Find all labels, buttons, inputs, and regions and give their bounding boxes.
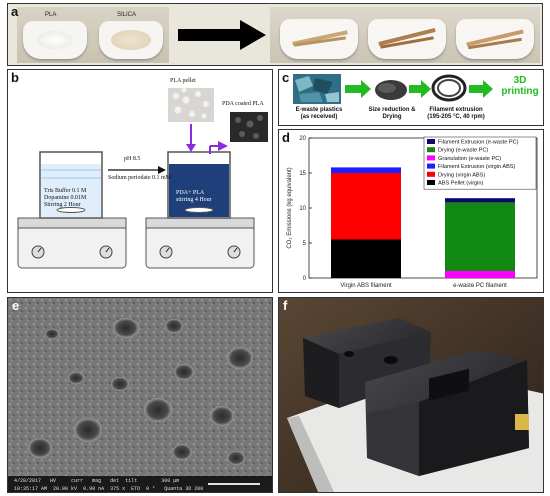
legend-label-0: Filament Extrusion (e-waste PC) (438, 140, 519, 146)
pellet-arrow (186, 124, 196, 152)
beaker-right (167, 151, 231, 219)
legend-label-4: Drying (virgin ABS) (438, 172, 485, 178)
final-step-label: 3D printing (501, 75, 539, 97)
panel-a-label: a (11, 4, 19, 19)
legend-swatch-2 (427, 155, 435, 161)
legend-label-2: Granulation (e-waste PC) (438, 156, 501, 162)
panel-f: f (278, 297, 544, 493)
beaker-right-text: PDA+ PLA stirring 4 Hour (176, 190, 212, 203)
pda-coated-pla-label: PDA coated PLA (222, 101, 264, 107)
sem-particles (28, 318, 253, 465)
dish-extruded-2 (368, 19, 446, 59)
dish-photo-left: PLA SILICA (17, 7, 169, 63)
legend-swatch-1 (427, 147, 435, 153)
bar-1-3 (445, 271, 515, 278)
y-tick-label-2: 10 (299, 206, 306, 212)
panel-c-label: c (282, 70, 290, 85)
step-2-label: Size reduction & Drying (368, 107, 416, 120)
dish-photo-right (270, 7, 540, 63)
panel-e-label: e (12, 298, 20, 313)
legend-label-1: Drying (e-waste PC) (438, 148, 488, 154)
filament-coil-image (431, 74, 467, 102)
y-tick-label-3: 15 (299, 171, 306, 177)
printed-part (303, 318, 529, 476)
coated-texture (235, 115, 263, 139)
bar-0-1 (331, 173, 401, 240)
arrow-text-bottom: Sodium periodate 0.1 mM (108, 175, 171, 181)
ewaste-image (293, 74, 341, 104)
beaker-left (39, 151, 103, 219)
panel-c-flow (293, 74, 493, 104)
panel-e: e (7, 297, 273, 493)
step-3-label: Filament extrusion (195-205 °C, 40 rpm) (427, 107, 485, 120)
step-1-label: E-waste plastics (as received) (295, 107, 343, 120)
dish-extruded-3 (456, 19, 534, 59)
granulate-image (375, 80, 407, 100)
legend-label-5: ABS Pellet (virgin) (438, 181, 484, 187)
bar-0-2 (331, 167, 401, 173)
dish-pla (23, 21, 87, 59)
x-tick-label-0: Virgin ABS filament (340, 283, 392, 289)
panel-f-label: f (283, 298, 288, 313)
y-tick-label-4: 20 (299, 136, 306, 142)
x-tick-label-1: e-waste PC filament (453, 283, 507, 289)
y-tick-label-1: 5 (303, 241, 307, 247)
dish-pla-label: PLA (45, 12, 57, 18)
sem-scale-bar (208, 483, 260, 485)
arrow-text-top: pH 8.5 (124, 156, 141, 162)
pla-pellet-label: PLA pellet (170, 78, 196, 84)
legend-swatch-0 (427, 139, 435, 144)
legend-box (423, 136, 537, 190)
legend-label-3: Filament Extrusion (virgin ABS) (438, 164, 516, 170)
coated-arrow (209, 141, 228, 154)
y-tick-label-0: 0 (303, 276, 307, 282)
flow-arrows (345, 80, 493, 98)
stirrer-left (17, 217, 127, 269)
beaker-left-text: Tris Buffer 0.1 M Dopamine 0.01M Stirrin… (44, 188, 87, 208)
bar-0-0 (331, 239, 401, 278)
dish-extruded-1 (280, 19, 358, 59)
yellow-label (515, 414, 529, 430)
legend-swatch-3 (427, 163, 435, 169)
bar-1-4 (445, 202, 515, 271)
pellet-texture (173, 87, 209, 119)
y-axis-label: CO₂ Emissions (kg equivalent) (287, 167, 293, 248)
panel-b: b (7, 69, 273, 293)
reaction-arrow (108, 166, 166, 174)
panel-a: a PLA SILICA (7, 3, 543, 66)
bar-1-5 (445, 198, 515, 203)
printed-part-photo (279, 298, 543, 492)
legend-swatch-5 (427, 180, 435, 185)
panel-d-label: d (282, 130, 290, 145)
sem-info-bar: 4/28/2017 HV curr mag det tilt 300 μm 10… (8, 476, 272, 492)
panel-b-label: b (11, 70, 19, 85)
dish-silica (99, 21, 163, 59)
dish-silica-label: SILICA (117, 12, 137, 18)
sem-image (8, 298, 272, 476)
process-arrow (178, 20, 266, 50)
panel-b-illustration (17, 87, 268, 269)
panel-c: c E-waste plastics (as received) Size re… (278, 69, 544, 126)
legend-swatch-4 (427, 171, 435, 177)
stirrer-right (145, 217, 255, 269)
